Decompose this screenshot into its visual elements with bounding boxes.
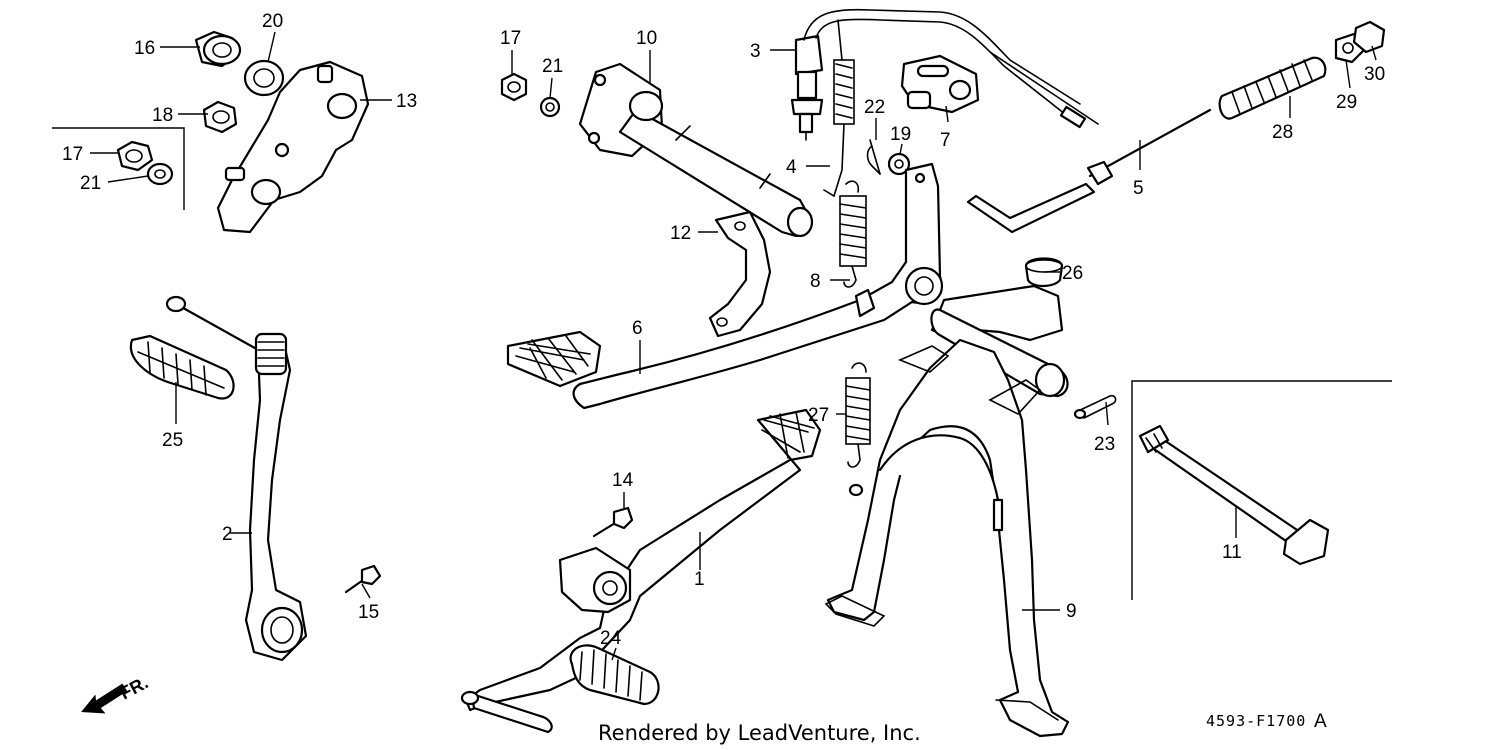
part-6-brake-pedal — [506, 162, 944, 410]
callout-23: 23 — [1094, 434, 1115, 455]
part-23-cotter-pin — [1073, 394, 1117, 420]
part-20-washer — [243, 59, 285, 97]
part-17-nut-left — [116, 140, 154, 172]
part-1-kick-arm — [460, 408, 822, 734]
callout-28: 28 — [1272, 122, 1293, 143]
callout-12: 12 — [670, 223, 691, 244]
part-9-main-stand — [824, 284, 1070, 738]
part-18-nut — [202, 100, 238, 134]
part-14-bolt — [592, 506, 634, 538]
callout-5: 5 — [1133, 178, 1144, 199]
callout-10: 10 — [636, 28, 657, 49]
callout-17-left: 17 — [62, 144, 83, 165]
part-17-nut-top — [500, 72, 528, 102]
callout-22: 22 — [864, 97, 885, 118]
bracket-line-11 — [1131, 380, 1392, 600]
callout-16: 16 — [134, 38, 155, 59]
front-direction-label: FR. — [116, 672, 151, 703]
part-5-brake-rod — [966, 108, 1212, 234]
part-2-change-pedal — [165, 295, 308, 662]
callout-29: 29 — [1336, 92, 1357, 113]
part-22-cotter-pin — [866, 139, 881, 175]
bracket-line-17-21 — [52, 127, 185, 210]
callout-18: 18 — [152, 105, 173, 126]
callout-15: 15 — [358, 602, 379, 623]
callout-6: 6 — [632, 318, 643, 339]
part-21-washer-left — [146, 162, 174, 186]
callout-21-left: 21 — [80, 173, 101, 194]
callout-11: 11 — [1222, 542, 1242, 563]
leader-lines — [90, 31, 1377, 661]
part-13-mount-plate — [216, 60, 370, 234]
part-15-bolt — [344, 564, 382, 594]
part-21-washer-top — [539, 96, 561, 118]
part-7-switch-stay — [900, 54, 980, 114]
callout-9: 9 — [1066, 601, 1077, 622]
callout-2: 2 — [222, 524, 233, 545]
callout-21-top: 21 — [542, 56, 563, 77]
callout-7: 7 — [940, 130, 951, 151]
part-3-stop-switch — [790, 8, 1099, 141]
callout-20: 20 — [262, 11, 283, 32]
revision-letter: A — [1314, 711, 1327, 732]
callout-25: 25 — [162, 430, 183, 451]
part-24-kick-rubber — [569, 644, 660, 706]
callout-4: 4 — [786, 157, 797, 178]
part-30-adjusting-nut — [1352, 20, 1386, 54]
part-11-stand-shaft — [1138, 424, 1330, 566]
callout-30: 30 — [1364, 64, 1385, 85]
part-12-plate — [708, 210, 772, 338]
part-25-pedal-rubber — [129, 334, 235, 400]
callout-27: 27 — [808, 405, 829, 426]
callout-3: 3 — [750, 41, 761, 62]
callout-26: 26 — [1062, 263, 1083, 284]
part-28-brake-spring — [1218, 56, 1327, 120]
callout-8: 8 — [810, 271, 821, 292]
footer-credit: Rendered by LeadVenture, Inc. — [598, 721, 921, 745]
callout-19: 19 — [890, 124, 911, 145]
part-8-brake-spring — [839, 180, 867, 288]
part-19-washer — [887, 152, 911, 176]
front-direction-arrow: FR. — [81, 672, 151, 714]
part-27-stand-spring — [845, 362, 871, 497]
callout-14: 14 — [612, 470, 634, 491]
callout-13: 13 — [396, 91, 417, 112]
part-16-flange-nut — [194, 30, 242, 68]
callout-17-top: 17 — [500, 28, 521, 49]
callout-labels: 1 2 3 4 5 6 7 8 9 10 11 12 13 14 15 16 1… — [62, 11, 1385, 649]
part-4-return-spring — [823, 19, 855, 198]
part-10-pivot-shaft — [578, 62, 814, 238]
callout-24: 24 — [600, 628, 622, 649]
diagram-code: 4593-F1700 — [1206, 712, 1306, 730]
callout-1: 1 — [694, 569, 705, 590]
